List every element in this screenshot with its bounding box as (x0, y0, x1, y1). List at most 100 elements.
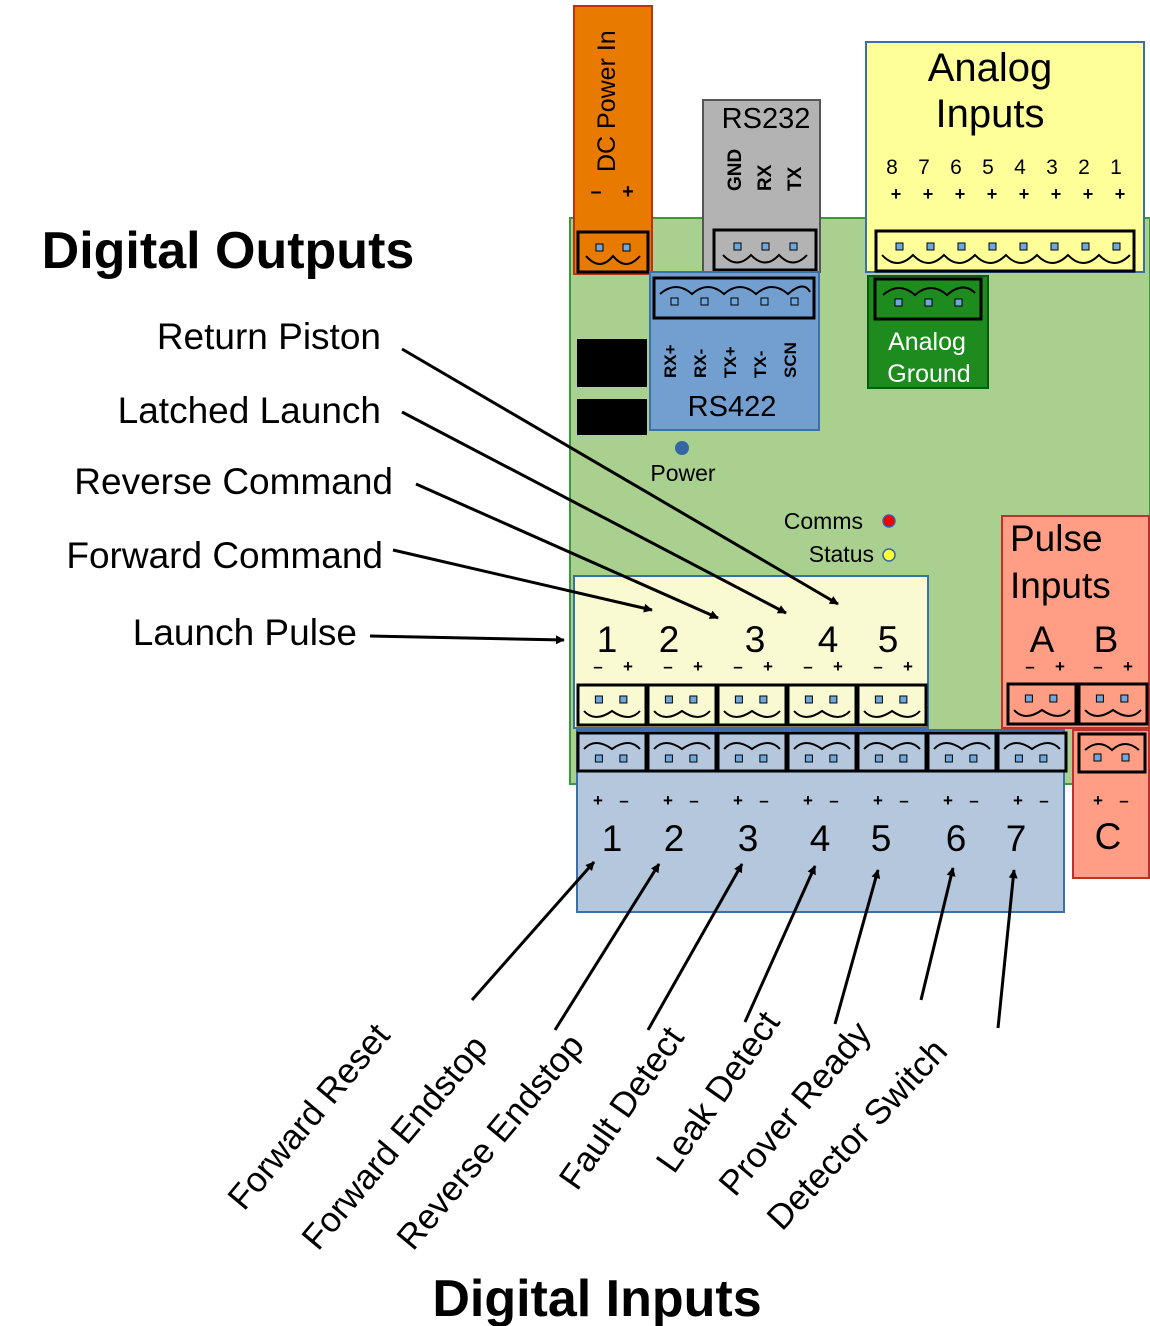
input-plus: + (593, 791, 603, 810)
pulse-c-terminal (1077, 732, 1147, 774)
analog-input-number: 3 (1046, 156, 1058, 179)
rs422-pin-scn: SCN (781, 342, 800, 378)
output-arrow (369, 634, 565, 645)
input-terminal (646, 731, 718, 773)
output-minus: – (663, 657, 672, 676)
analog-ground-line1: Analog (888, 328, 966, 356)
rs422-terminal (652, 276, 816, 320)
analog-input-number: 2 (1078, 156, 1090, 179)
output-label-return-piston: Return Piston (157, 316, 381, 357)
input-number: 2 (664, 818, 685, 859)
input-number: 5 (871, 818, 892, 859)
output-terminal (716, 683, 788, 727)
black-component-bottom (577, 399, 647, 435)
output-number: 3 (745, 619, 766, 660)
rs422-pin-txp: TX+ (721, 346, 740, 378)
input-plus: + (733, 791, 743, 810)
analog-ground-connector: Analog Ground (867, 275, 989, 389)
input-arrow (553, 863, 661, 1031)
output-number: 1 (597, 619, 618, 660)
output-label-forward-command: Forward Command (66, 535, 383, 576)
dc-power-minus: – (590, 181, 601, 203)
analog-input-number: 7 (918, 156, 930, 179)
comms-led (882, 514, 896, 528)
comms-led-label: Comms (784, 508, 863, 534)
input-minus: – (619, 791, 628, 810)
black-component-top (577, 339, 647, 387)
pulse-c-minus: – (1119, 791, 1128, 810)
analog-terminal (874, 229, 1136, 273)
analog-input-number: 5 (982, 156, 994, 179)
pulse-title-line1: Pulse (1010, 518, 1103, 559)
output-terminal (576, 683, 648, 727)
analog-ground-terminal (873, 277, 983, 321)
input-minus: – (689, 791, 698, 810)
input-minus: – (969, 791, 978, 810)
input-terminal (786, 731, 858, 773)
analog-pin (1112, 242, 1121, 251)
analog-input-plus: + (923, 184, 934, 204)
dc-power-label: DC Power In (593, 30, 621, 172)
output-plus: + (763, 657, 773, 676)
analog-input-number: 8 (886, 156, 898, 179)
output-plus: + (693, 657, 703, 676)
analog-input-plus: + (987, 184, 998, 204)
output-minus: – (873, 657, 882, 676)
input-plus: + (943, 791, 953, 810)
input-plus: + (873, 791, 883, 810)
analog-pin (1081, 242, 1090, 251)
input-terminal (716, 731, 788, 773)
pulse-channel-c: C (1095, 816, 1122, 857)
analog-input-plus: + (891, 184, 902, 204)
rs422-pin-txm: TX- (751, 351, 770, 378)
input-plus: + (663, 791, 673, 810)
output-arrow (392, 548, 653, 613)
rs232-pin-gnd: GND (725, 149, 746, 191)
output-label-launch-pulse: Launch Pulse (133, 612, 357, 653)
pulse-c-connector: + – C (1072, 729, 1150, 879)
pulse-inputs-connector: Pulse Inputs A B – + – + (1001, 515, 1150, 729)
input-number: 1 (602, 818, 623, 859)
analog-input-number: 4 (1014, 156, 1026, 179)
analog-input-number: 6 (950, 156, 962, 179)
pulse-channel-b: B (1094, 619, 1119, 660)
status-led (882, 548, 896, 562)
input-terminal (926, 731, 998, 773)
dc-power-terminal (576, 230, 650, 274)
rs422-title: RS422 (688, 391, 777, 423)
output-number: 5 (878, 619, 899, 660)
digital-inputs-connector: +–1+–2+–3+–4+–5+–6+–7 (576, 729, 1068, 913)
analog-input-plus: + (1083, 184, 1094, 204)
rs232-pin-tx: TX (785, 166, 806, 191)
input-minus: – (829, 791, 838, 810)
analog-ground-line2: Ground (887, 360, 970, 388)
rs232-pin-rx: RX (755, 164, 776, 191)
analog-input-plus: + (1051, 184, 1062, 204)
input-arrow (996, 869, 1018, 1029)
input-minus: – (899, 791, 908, 810)
output-terminal (786, 683, 858, 727)
input-plus: + (803, 791, 813, 810)
output-minus: – (593, 657, 602, 676)
input-minus: – (1039, 791, 1048, 810)
pulse-channel-a: A (1030, 619, 1055, 660)
input-arrow (646, 863, 744, 1031)
input-number: 3 (738, 818, 759, 859)
dc-power-plus: + (622, 181, 634, 203)
analog-pin (926, 242, 935, 251)
pulse-a-plus: + (1055, 657, 1065, 676)
rs422-pin-rxp: RX+ (661, 344, 680, 378)
analog-inputs-connector: Analog Inputs 8+7+6+5+4+3+2+1+ (865, 41, 1145, 273)
output-number: 2 (659, 619, 680, 660)
output-plus: + (903, 657, 913, 676)
pulse-b-terminal (1077, 682, 1149, 726)
input-arrow (833, 869, 881, 1025)
output-minus: – (803, 657, 812, 676)
analog-input-plus: + (1115, 184, 1126, 204)
analog-input-number: 1 (1110, 156, 1122, 179)
pulse-title-line2: Inputs (1010, 565, 1111, 606)
output-label-reverse-command: Reverse Command (74, 461, 393, 502)
input-number: 4 (810, 818, 831, 859)
output-label-latched-launch: Latched Launch (118, 390, 381, 431)
